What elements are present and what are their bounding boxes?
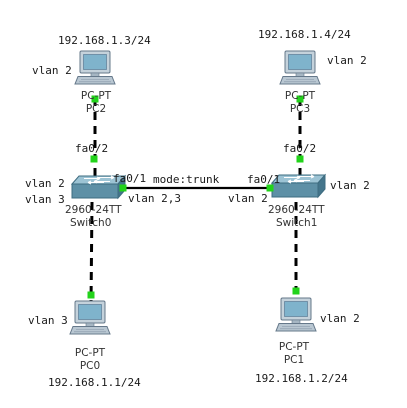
pc2-vlan-label: vlan 2 xyxy=(32,64,72,77)
switch1-uplink-port-label: fa0/2 xyxy=(283,142,316,155)
pc1-ip-label: 192.168.1.2/24 xyxy=(255,372,348,385)
switch0-name-label: Switch0 xyxy=(70,217,111,229)
port-dot-pc3 xyxy=(296,95,304,103)
pc-icon xyxy=(74,50,116,85)
pc2-ip-label: 192.168.1.3/24 xyxy=(58,34,151,47)
switch1-trunk-vlan-label: vlan 2 xyxy=(228,192,268,205)
pc3-device[interactable] xyxy=(279,50,321,85)
pc1-device[interactable] xyxy=(275,297,317,332)
pc0-type-label: PC-PT xyxy=(75,347,106,359)
switch1-model-label: 2960-24TT xyxy=(268,204,325,216)
port-dot-switch0-down xyxy=(87,291,95,299)
pc3-type-label: PC-PT xyxy=(285,90,316,102)
pc2-type-label: PC-PT xyxy=(81,90,112,102)
pc2-name-label: PC2 xyxy=(86,103,106,115)
link-switch0-pc0 xyxy=(89,201,94,305)
pc0-vlan-label: vlan 3 xyxy=(28,314,68,327)
port-status-layer xyxy=(87,95,304,299)
pc2-device[interactable] xyxy=(74,50,116,85)
pc0-ip-label: 192.168.1.1/24 xyxy=(48,376,141,389)
pc3-vlan-label: vlan 2 xyxy=(327,54,367,67)
switch0-vlan2-label: vlan 2 xyxy=(25,177,65,190)
port-dot-switch0-fa01 xyxy=(119,184,127,192)
switch1-trunk-port-label: fa0/1 xyxy=(247,173,280,186)
switch1-name-label: Switch1 xyxy=(276,217,317,229)
links-layer xyxy=(89,98,302,305)
pc-icon xyxy=(69,300,111,335)
switch0-trunk-vlans-label: vlan 2,3 xyxy=(128,192,181,205)
switch0-vlan3-label: vlan 3 xyxy=(25,193,65,206)
pc3-name-label: PC3 xyxy=(290,103,310,115)
pc-icon xyxy=(275,297,317,332)
port-dot-pc2 xyxy=(91,95,99,103)
switch0-trunk-port-label: fa0/1 xyxy=(113,172,146,185)
port-dot-switch0-fa02 xyxy=(90,155,98,163)
switch1-vlan-label: vlan 2 xyxy=(330,179,370,192)
pc0-name-label: PC0 xyxy=(80,360,100,372)
pc3-ip-label: 192.168.1.4/24 xyxy=(258,28,351,41)
labels-layer: 192.168.1.3/24 192.168.1.4/24 vlan 2 vla… xyxy=(25,28,370,389)
pc1-name-label: PC1 xyxy=(284,354,304,366)
switch0-uplink-port-label: fa0/2 xyxy=(75,142,108,155)
port-dot-switch1-down xyxy=(292,287,300,295)
pc1-type-label: PC-PT xyxy=(279,341,310,353)
pc-icon xyxy=(279,50,321,85)
port-dot-switch1-fa02 xyxy=(296,155,304,163)
port-dot-switch1-fa01 xyxy=(266,184,274,192)
pc1-vlan-label: vlan 2 xyxy=(320,312,360,325)
switch0-model-label: 2960-24TT xyxy=(65,204,122,216)
pc0-device[interactable] xyxy=(69,300,111,335)
trunk-mode-label: mode:trunk xyxy=(153,173,220,186)
